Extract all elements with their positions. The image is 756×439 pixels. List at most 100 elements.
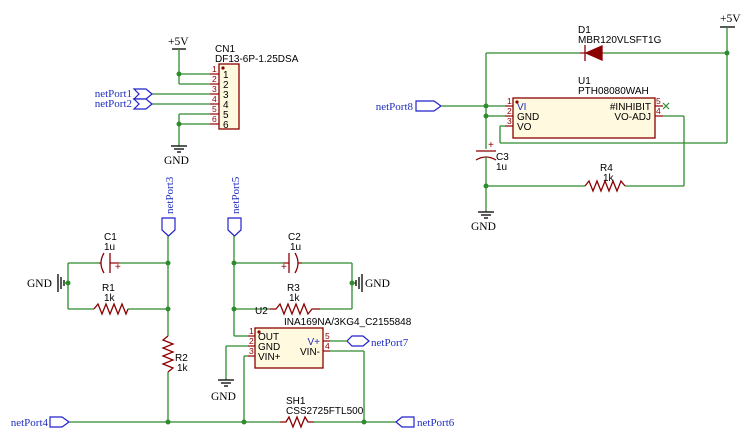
cap-plate-curved	[100, 252, 105, 274]
capacitor-c1[interactable]: + C1 1u	[99, 232, 121, 274]
net-port-3[interactable]: netPort3	[161, 176, 176, 237]
u1-pin-name: VO-ADJ	[614, 112, 651, 123]
net-port-label: netPort8	[376, 101, 414, 113]
cn1-pin-stubs	[210, 73, 219, 125]
connector-cn1[interactable]: +5V 1 2 3 4 5 6 1 2 3 4 5 6 CN1 DF13-6P-…	[95, 36, 299, 167]
u1-pin-name: VO	[517, 122, 532, 133]
cn1-pin-name: 6	[223, 120, 229, 131]
net-port-4[interactable]: netPort4	[11, 416, 71, 429]
u2-body	[254, 327, 324, 369]
net-port-label: netPort1	[95, 88, 132, 100]
cn1-pin-name: 4	[223, 100, 229, 111]
shunt-sh1[interactable]: SH1 CSS2725FTL500	[280, 396, 364, 429]
ground-symbol	[57, 274, 65, 292]
cn1-pin-num: 4	[212, 94, 217, 104]
junction-dot	[349, 280, 355, 286]
pin1-marker	[257, 330, 261, 334]
ground-label: GND	[211, 391, 236, 403]
cn1-pin-num: 2	[212, 74, 217, 84]
junction-dot	[483, 183, 489, 189]
u1-pin-name: VI	[517, 102, 526, 113]
resistor-r2[interactable]: R2 1k	[161, 335, 189, 374]
resistor-zigzag	[584, 179, 626, 193]
pin1-marker	[221, 66, 225, 70]
c3-ref: C3	[496, 152, 509, 163]
port-arrow	[132, 88, 153, 100]
r2-value: 1k	[177, 363, 189, 374]
capacitor-c2[interactable]: + C2 1u	[281, 232, 302, 274]
ground-symbol	[171, 145, 187, 153]
d1-ref: D1	[578, 25, 591, 36]
u2-pin-name: VIN-	[300, 347, 320, 358]
r2-ref: R2	[175, 353, 188, 364]
net-port-label: netPort5	[230, 176, 242, 214]
net-port-label: netPort6	[417, 417, 455, 429]
capacitor-c3[interactable]: + C3 1u	[475, 140, 509, 212]
ground-symbol	[478, 211, 494, 219]
junction-dot	[176, 121, 182, 127]
junction-dot	[231, 306, 237, 312]
cap-polarity: +	[281, 262, 287, 273]
cn1-power-label: +5V	[168, 36, 189, 48]
u2-pin-num: 5	[325, 331, 330, 341]
port-arrow	[49, 416, 71, 428]
r1-value: 1k	[104, 293, 116, 304]
junction-dot	[361, 419, 367, 425]
cn1-pin-num: 3	[212, 84, 217, 94]
junction-dot	[165, 260, 171, 266]
current-sense-block[interactable]: netPort3 GND + C1 1u R1 1k	[11, 176, 455, 429]
cn1-pin-name: 2	[223, 80, 229, 91]
u2-pin-name: OUT	[258, 332, 279, 343]
cn1-pin-name: 5	[223, 110, 229, 121]
cn1-pin-num: 5	[212, 104, 217, 114]
cn1-value: DF13-6P-1.25DSA	[215, 54, 299, 65]
net-port-2[interactable]: netPort2	[95, 98, 153, 110]
cn1-pin-num: 6	[212, 114, 217, 124]
junction-dot	[65, 280, 71, 286]
net-port-1[interactable]: netPort1	[95, 88, 153, 100]
resistor-r1[interactable]: R1 1k	[93, 283, 129, 316]
cap-polarity: +	[115, 262, 121, 273]
u1-ref: U1	[578, 76, 591, 87]
resistor-zigzag	[93, 302, 129, 316]
u2-pin-num: 1	[249, 326, 254, 336]
junction-dot	[724, 50, 730, 56]
junction-dot	[483, 113, 489, 119]
resistor-r3[interactable]: R3 1k	[270, 283, 320, 316]
net-port-label: netPort2	[95, 98, 132, 110]
cn1-pin-name: 1	[223, 70, 229, 81]
resistor-r4[interactable]: R4 1k	[584, 163, 626, 193]
port-arrow	[346, 335, 370, 347]
junction-dot	[165, 306, 171, 312]
c2-ref: C2	[288, 232, 301, 243]
net-port-label: netPort3	[164, 176, 176, 214]
diode-d1[interactable]: D1 MBR120VLSFT1G	[578, 25, 662, 61]
net-port-8[interactable]: netPort8	[376, 100, 443, 113]
u2-ref: U2	[255, 306, 268, 317]
u2-pin-num: 3	[249, 346, 254, 356]
cn1-ref: CN1	[215, 44, 235, 55]
port-arrow	[132, 98, 153, 110]
net-port-label: netPort4	[11, 417, 49, 429]
sh1-value: CSS2725FTL500	[286, 406, 364, 417]
regulator-u1-block[interactable]: +5V D1 MBR120VLSFT1G netPort8	[376, 13, 742, 233]
r1-ref: R1	[102, 283, 115, 294]
net-port-7[interactable]: netPort7	[346, 335, 409, 349]
no-connect-marker	[662, 102, 670, 110]
u1-pin-name: #INHIBIT	[610, 102, 651, 113]
ground-label: GND	[365, 278, 390, 290]
u1-body	[512, 97, 656, 139]
u2-pin-name: GND	[258, 342, 280, 353]
port-arrow	[161, 217, 176, 237]
net-port-5[interactable]: netPort5	[227, 176, 242, 237]
u1-pin-num: 3	[507, 116, 512, 126]
r4-ref: R4	[600, 163, 613, 174]
diode-triangle	[584, 45, 603, 61]
amplifier-u2[interactable]: 1 2 3 5 4 OUT GND VIN+ V+ VIN- U2 INA169…	[248, 306, 412, 369]
cap-polarity: +	[488, 140, 494, 151]
u1-pin-num: 4	[656, 106, 661, 116]
net-port-6[interactable]: netPort6	[395, 416, 455, 429]
port-arrow	[395, 416, 415, 428]
net-port-label: netPort7	[371, 337, 409, 349]
